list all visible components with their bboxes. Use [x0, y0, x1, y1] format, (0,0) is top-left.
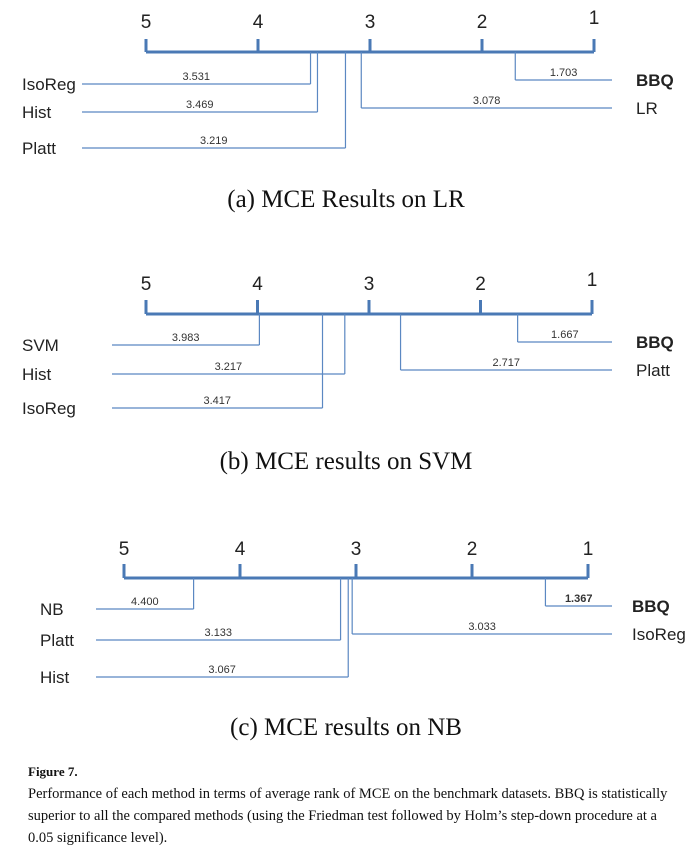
- method-name-label: LR: [636, 99, 658, 118]
- tick-label: 3: [365, 12, 376, 33]
- tick-label: 5: [141, 12, 152, 33]
- method-name-label: BBQ: [632, 597, 670, 616]
- rank-value-label: 3.219: [200, 135, 228, 147]
- method-name-label: Platt: [40, 631, 74, 650]
- panel-b: 5 4 3 2 1 3.983 SVM 3.217 Hist 3.417 IsoReg 1.667 BB…: [0, 0, 692, 420]
- tick-label: 2: [467, 539, 478, 560]
- figure-text: Performance of each method in terms of a…: [28, 786, 668, 846]
- rank-value-label: 3.983: [172, 332, 200, 344]
- rank-value-label: 1.367: [565, 593, 593, 605]
- rank-value-label: 3.133: [205, 627, 233, 639]
- method-name-label: IsoReg: [22, 75, 76, 94]
- caption-a: (a) MCE Results on LR: [227, 186, 465, 213]
- method-name-label: NB: [40, 600, 64, 619]
- figure-title: Figure 7.: [28, 764, 78, 779]
- rank-value-label: 3.078: [473, 95, 501, 107]
- method-name-label: Hist: [40, 668, 70, 687]
- tick-label: 5: [119, 539, 130, 560]
- tick-label: 3: [364, 274, 375, 295]
- rank-value-label: 4.400: [131, 596, 159, 608]
- panel-a: 5 4 3 2 1 3.531 IsoReg 3.469 Hist 3.219 Platt 1.703…: [0, 0, 692, 170]
- method-name-label: IsoReg: [632, 625, 686, 644]
- figure-caption: Figure 7. Performance of each method in …: [28, 764, 683, 849]
- tick-label: 2: [477, 12, 488, 33]
- tick-label: 4: [252, 274, 263, 295]
- method-name-label: BBQ: [636, 333, 674, 352]
- method-name-label: BBQ: [636, 71, 674, 90]
- rank-value-label: 3.531: [182, 71, 210, 83]
- tick-label: 1: [589, 8, 600, 29]
- panel-c: 5 4 3 2 1 4.400 NB 3.133 Platt 3.067 Hist 1.367 BBQ 3…: [40, 539, 686, 687]
- tick-label: 1: [583, 539, 594, 560]
- rank-value-label: 3.067: [208, 664, 236, 676]
- cd-diagram-a: 5 4 3 2 1 3.531 IsoReg 3.469 Hist 3.219 Platt 1.703…: [22, 8, 674, 158]
- rank-value-label: 1.667: [551, 329, 579, 341]
- method-name-label: Platt: [636, 361, 670, 380]
- tick-label: 4: [235, 539, 246, 560]
- caption-b: (b) MCE results on SVM: [219, 448, 473, 475]
- method-name-label: SVM: [22, 336, 59, 355]
- rank-value-label: 2.717: [493, 357, 521, 369]
- tick-label: 2: [475, 274, 486, 295]
- rank-value-label: 3.217: [215, 361, 243, 373]
- method-name-label: Hist: [22, 365, 52, 384]
- cd-diagram-c: 5 4 3 2 1 4.400 NB 3.133 Platt 3.067 Hist 1.367 BBQ 3…: [40, 539, 686, 687]
- tick-label: 4: [253, 12, 264, 33]
- rank-value-label: 1.703: [550, 67, 578, 79]
- rank-value-label: 3.417: [203, 395, 231, 407]
- caption-c: (c) MCE results on NB: [230, 714, 462, 741]
- method-name-label: Platt: [22, 139, 56, 158]
- tick-label: 5: [141, 274, 152, 295]
- tick-label: 1: [587, 270, 598, 291]
- cd-diagram-b: 5 4 3 2 1 3.983 SVM 3.217 Hist 3.417 IsoReg 1.667 BB…: [22, 270, 674, 418]
- rank-value-label: 3.469: [186, 99, 214, 111]
- tick-label: 3: [351, 539, 362, 560]
- method-name-label: Hist: [22, 103, 52, 122]
- rank-value-label: 3.033: [468, 621, 496, 633]
- method-name-label: IsoReg: [22, 399, 76, 418]
